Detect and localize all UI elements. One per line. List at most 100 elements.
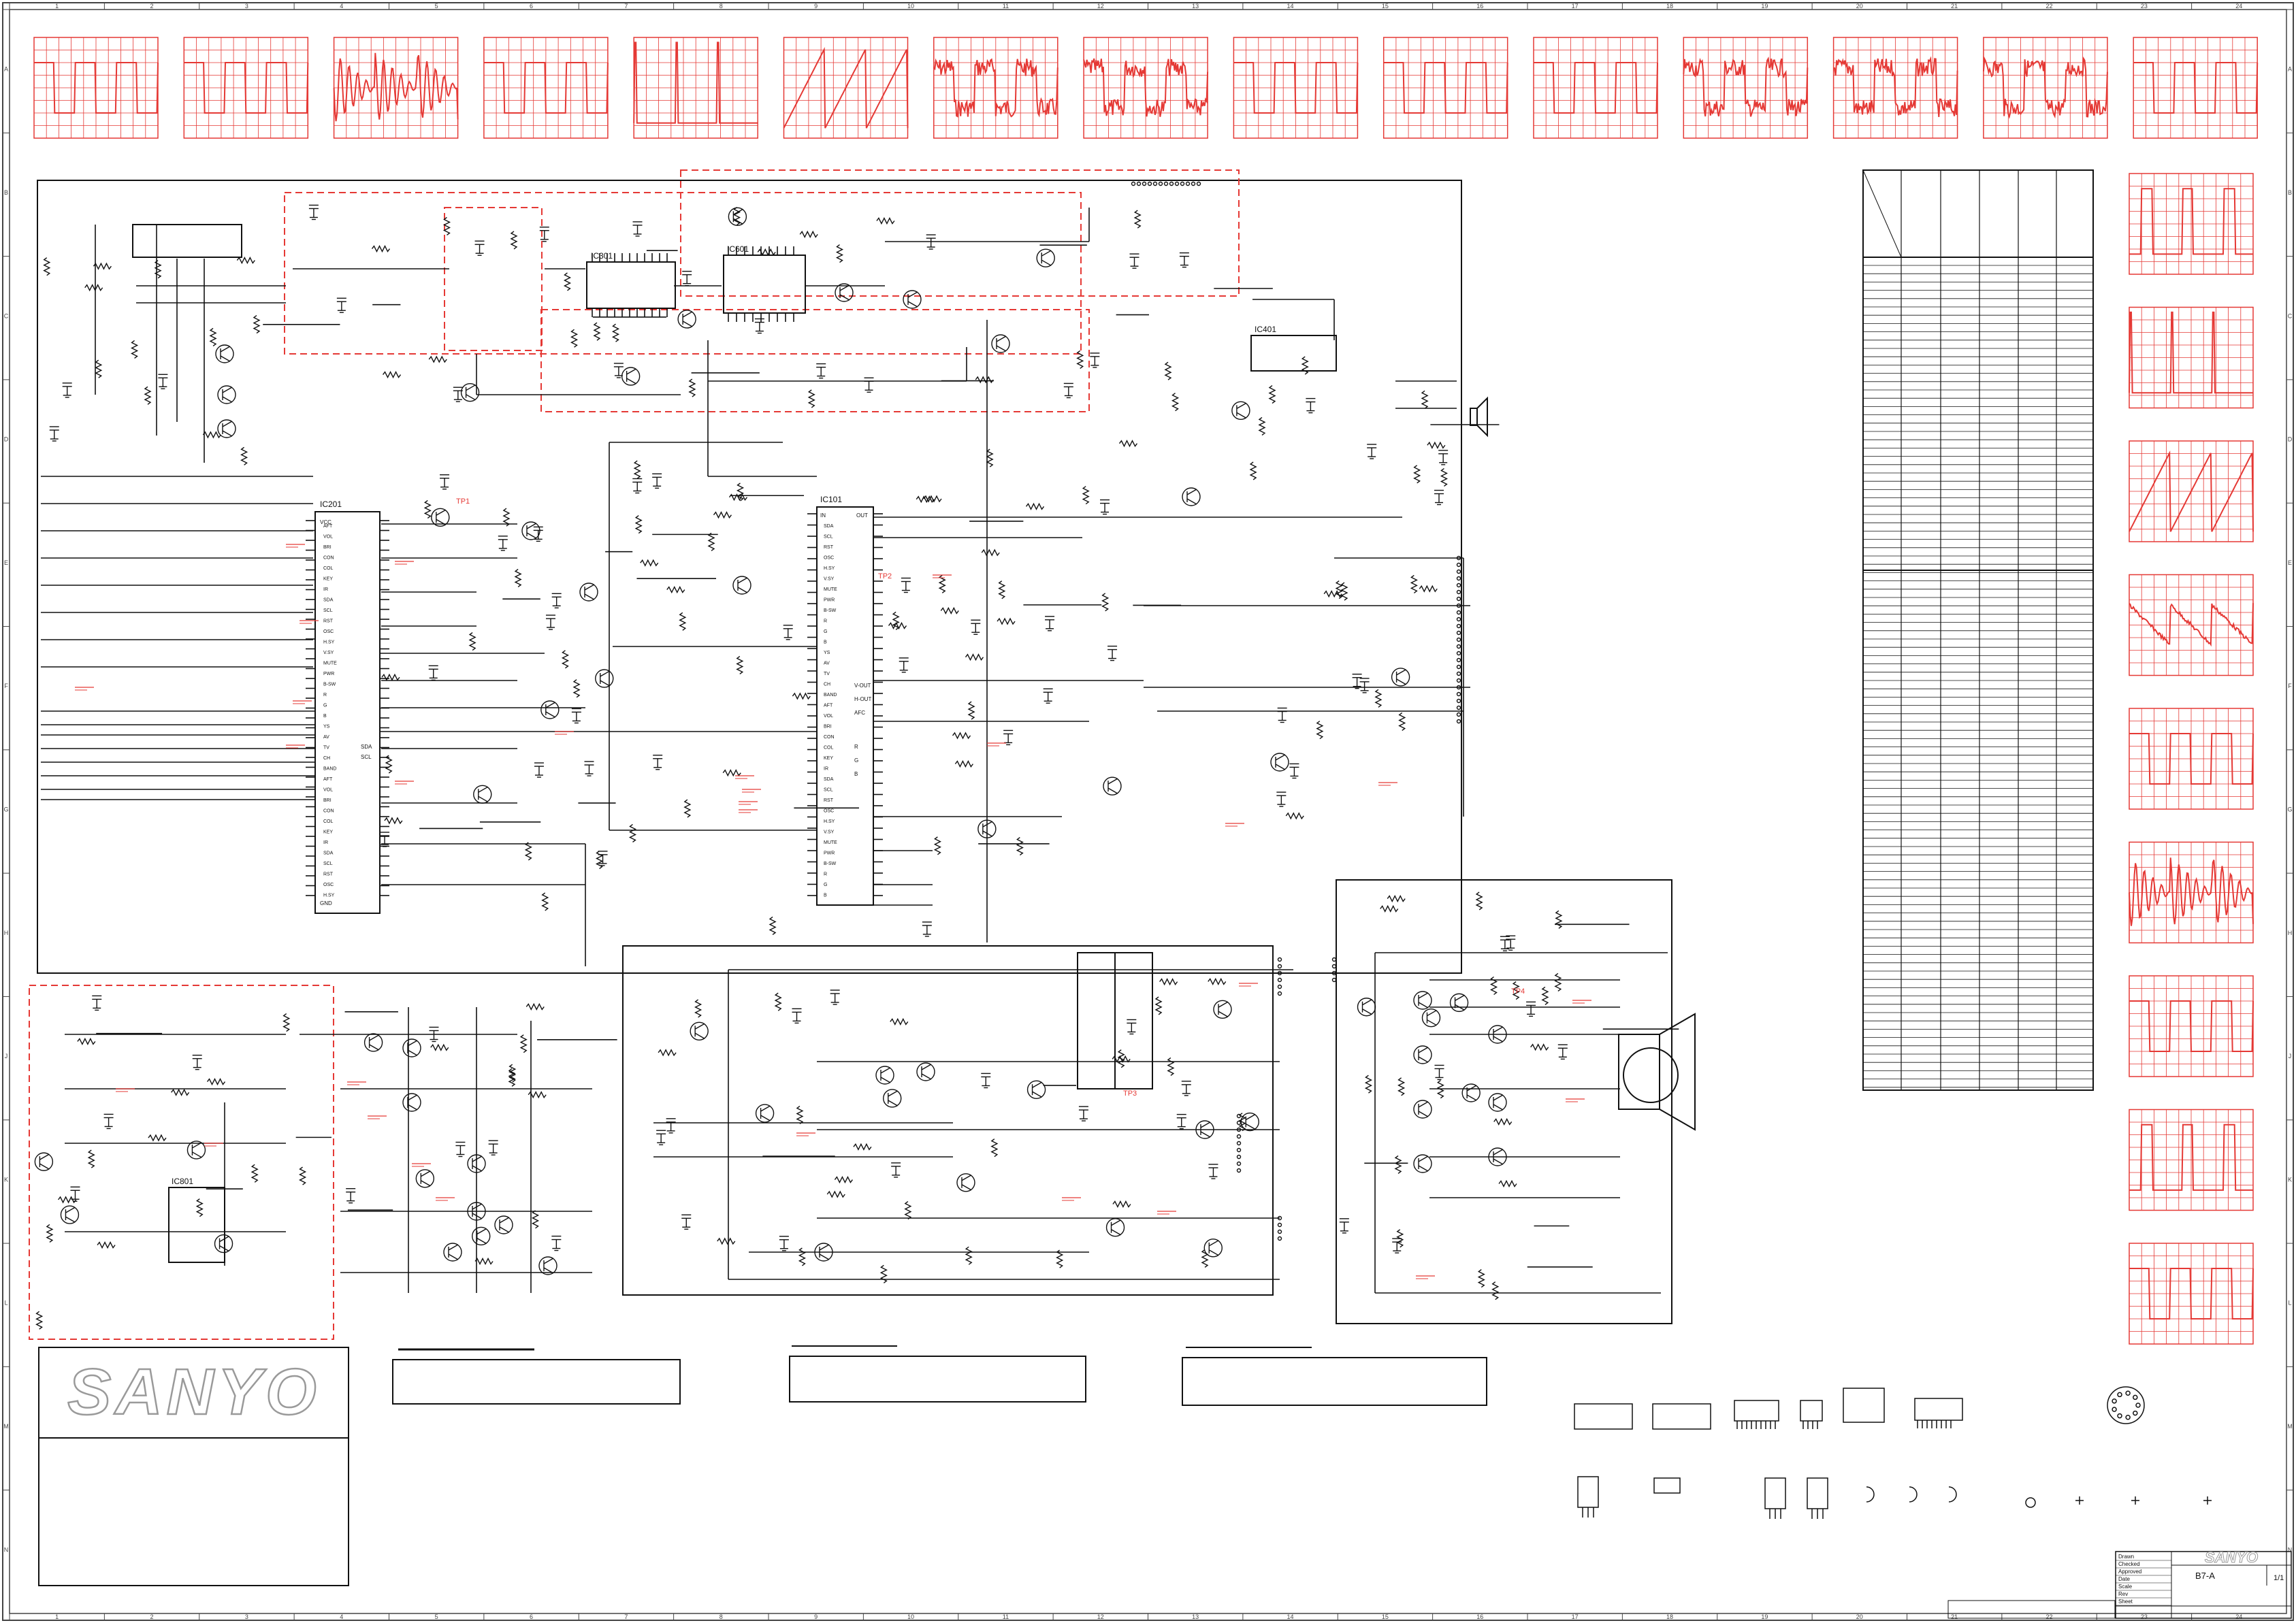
transistor [1391,668,1410,687]
components [34,181,1568,1330]
resistor [442,216,451,236]
column-label-bottom: 13 [1192,1613,1199,1620]
ic-pin-text: SCL [323,608,333,613]
transistor-collector [694,1023,705,1030]
pin-h-out: H-OUT [854,696,871,702]
transistor-collector [420,1170,431,1177]
resistor [807,389,815,408]
transistor [883,1089,902,1108]
scope-trace [184,62,309,114]
main-board-outline [37,180,1462,974]
ic-pin-text: RST [824,545,834,550]
transistor-emitter [472,1213,483,1219]
transistor-collector [1493,1094,1504,1101]
ic-pin-text: COL [323,566,334,571]
row-label-right: H [2288,930,2293,936]
transistor-collector [888,1090,899,1097]
connector-pin [1236,1127,1242,1132]
transistor-collector [1200,1121,1211,1128]
resistor [798,1247,806,1266]
ic-pin-text: SCL [824,788,833,793]
resistor [1397,1077,1406,1096]
resistor [1364,1075,1372,1094]
transistor [467,1154,486,1173]
package-to92 [1948,1486,1957,1503]
row-label-left: E [4,559,8,566]
test-point-2: TP2 [878,572,892,580]
transistor-collector [448,1244,459,1251]
column-label-top: 5 [435,3,438,10]
package-to92 [1866,1486,1875,1503]
transistor [1413,1100,1432,1119]
resistor [1164,361,1172,380]
resistor [541,892,549,911]
resistor [933,836,941,855]
ic-pin-text: SCL [824,535,833,540]
ic-pin-text: TV [824,672,830,676]
ic-pin-text: AFT [824,704,833,708]
transistor-collector [476,1228,487,1235]
connector-pin [1456,705,1461,710]
resistor [694,999,702,1018]
socket-pin [2112,1398,2117,1404]
scope-trace [483,62,609,114]
resistor [1101,593,1110,612]
ic-pin-text: IR [824,767,828,772]
transistor-emitter [1455,1004,1465,1011]
resistor [1258,416,1266,436]
transistor-collector [1418,1101,1429,1108]
oscillogram [1832,37,1958,139]
resistor [1394,1155,1402,1174]
transistor [431,508,450,527]
pin-r: R [854,744,858,750]
transistor [538,1256,557,1275]
ic-label-4: IC601 [727,244,749,254]
scope-trace [2133,62,2259,114]
ic-pin-text: PWR [824,598,835,603]
oscillogram [933,37,1058,139]
resistor [77,1037,96,1045]
ic-pin-text: VOL [824,714,833,719]
column-label-top: 9 [814,3,818,10]
resistor [728,493,748,502]
package-sot [1653,1477,1681,1494]
row-label-left: N [4,1546,9,1553]
transistor-collector [222,421,233,427]
scope-trace [2129,1268,2254,1319]
column-label-bottom: 8 [719,1613,723,1620]
column-label-top: 17 [1572,3,1579,10]
socket-pin [2117,1392,2122,1398]
resistor [250,1164,259,1183]
transistor [1488,1147,1507,1166]
transistor-collector [545,702,556,708]
ic-pin-text: AV [323,735,329,740]
resistor [1374,689,1383,708]
transistor [467,1202,486,1221]
column-label-top: 11 [1003,3,1009,10]
resistor [640,559,659,567]
ic-pin-text: MUTE [824,587,837,592]
ic-pin-text: CON [323,556,334,561]
resistor [1154,996,1163,1015]
resistor [904,1201,912,1220]
ic-pin-text: G [824,883,827,887]
row-label-left: L [4,1300,7,1307]
if-section-outline [444,207,543,351]
connector-pin [1277,1215,1282,1221]
column-label-top: 15 [1382,3,1389,10]
column-label-bottom: 16 [1476,1613,1483,1620]
crt-neck [1618,1013,1696,1131]
resistor [879,1264,888,1283]
transistor-collector [733,208,743,215]
scope-trace [1083,58,1209,117]
transistor-emitter [961,1184,972,1191]
connector-pin [1277,964,1282,969]
ic-pin-text: V.SY [824,577,835,582]
resistor [890,1017,909,1026]
pin-v-out: V-OUT [854,683,871,689]
transistor [1461,1083,1481,1102]
row-label-left: J [5,1053,8,1060]
resistor [1413,465,1421,484]
column-label-bottom: 10 [907,1613,914,1620]
resistor [799,230,818,238]
